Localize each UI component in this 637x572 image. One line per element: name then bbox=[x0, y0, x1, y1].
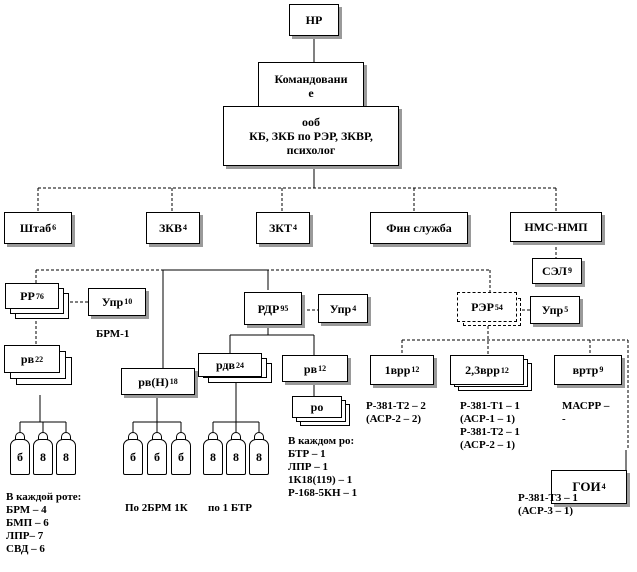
command-line-2: е bbox=[308, 85, 314, 100]
vehicle-icon: 8 bbox=[249, 432, 269, 475]
node-goi-sub: 4 bbox=[601, 482, 606, 491]
node-rdr-label: РДР bbox=[257, 301, 280, 316]
node-rdv-sub: 24 bbox=[236, 360, 245, 370]
node-zkv-label: ЗКВ bbox=[158, 221, 183, 235]
node-sel-sub: 9 bbox=[568, 266, 572, 275]
node-rvn: рв(Н)18 bbox=[121, 368, 195, 395]
node-vrr1-sub: 12 bbox=[411, 365, 420, 374]
text-goi: Р-381-Т3 – 1 (АСР-3 – 1) bbox=[518, 492, 578, 517]
text-po-2brm: По 2БРМ 1К bbox=[125, 502, 188, 514]
node-rdr-sub: 95 bbox=[280, 303, 289, 313]
vehicle-icon: б bbox=[171, 432, 191, 475]
command-line-4: КБ, ЗКБ по РЭР, ЗКВР, bbox=[249, 129, 373, 143]
node-zkt-label: ЗКТ bbox=[268, 221, 293, 235]
node-shtab-sub: 6 bbox=[52, 223, 57, 232]
node-ro: ро bbox=[292, 396, 352, 428]
node-nms: НМС-НМП bbox=[510, 212, 602, 242]
text-masrr: МАСРР – - bbox=[562, 400, 610, 425]
node-rv22-label: рв bbox=[20, 351, 35, 366]
node-vrr23-label: 2,3врр bbox=[465, 362, 500, 377]
vehicle-icon: б bbox=[147, 432, 167, 475]
node-upr4-sub: 4 bbox=[352, 303, 357, 313]
node-upr10-sub: 10 bbox=[124, 297, 133, 306]
node-hr-label: НР bbox=[305, 13, 323, 27]
node-rer-sub: 54 bbox=[494, 302, 503, 312]
node-fin: Фин служба bbox=[370, 212, 468, 244]
node-upr5-sub: 5 bbox=[564, 305, 569, 314]
node-upr5-label: Упр bbox=[541, 303, 564, 317]
node-zkv-sub: 4 bbox=[183, 223, 188, 232]
text-vrr1: Р-381-Т2 – 2 (АСР-2 – 2) bbox=[366, 400, 426, 425]
text-po-1btr: по 1 БТР bbox=[208, 502, 253, 514]
text-brm1: БРМ-1 bbox=[96, 328, 130, 340]
text-rota: В каждой роте: БРМ – 4 БМП – 6 ЛПР– 7 СВ… bbox=[6, 491, 82, 555]
node-zkt-sub: 4 bbox=[293, 223, 298, 232]
vehicle-icon: 8 bbox=[56, 432, 76, 475]
node-rdv-label: рдв bbox=[215, 357, 236, 372]
node-rvn-label: рв(Н) bbox=[138, 374, 169, 389]
node-nms-label: НМС-НМП bbox=[524, 220, 588, 234]
vehicle-icon: 8 bbox=[226, 432, 246, 475]
node-shtab-label: Штаб bbox=[19, 221, 52, 235]
node-hr: НР bbox=[289, 4, 339, 36]
node-vrtr-label: вртр bbox=[572, 363, 599, 377]
node-rvn-sub: 18 bbox=[169, 376, 178, 386]
node-vrr1-label: 1врр bbox=[384, 363, 411, 377]
node-rr-label: РР bbox=[20, 288, 35, 303]
command-line-1: Командовани bbox=[274, 71, 348, 86]
vehicle-icon: 8 bbox=[33, 432, 53, 475]
command-line-3: ооб bbox=[302, 115, 320, 129]
vehicle-icon: 8 bbox=[203, 432, 223, 475]
node-upr10-label: Упр bbox=[101, 295, 124, 309]
node-vrtr-sub: 9 bbox=[599, 365, 604, 374]
node-command-top: Командовани е bbox=[258, 62, 364, 108]
node-rv12-label: рв bbox=[303, 361, 318, 376]
node-sel-label: СЭЛ bbox=[542, 264, 567, 278]
node-vrr23-sub: 12 bbox=[500, 365, 509, 375]
text-in-ro: В каждом ро: БТР – 1 ЛПР – 1 1К18(119) –… bbox=[288, 435, 358, 499]
node-command: ооб КБ, ЗКБ по РЭР, ЗКВР, психолог bbox=[223, 106, 399, 166]
node-goi-label: ГОИ bbox=[572, 479, 601, 494]
node-rv12-sub: 12 bbox=[318, 363, 327, 373]
command-line-5: психолог bbox=[286, 143, 336, 157]
vehicle-icon: б bbox=[10, 432, 30, 475]
node-rv22-sub: 22 bbox=[35, 354, 44, 364]
vehicle-icon: б bbox=[123, 432, 143, 475]
node-rer-label: РЭР bbox=[471, 299, 494, 314]
text-vrr23: Р-381-Т1 – 1 (АСР-1 – 1) Р-381-Т2 – 1 (А… bbox=[460, 400, 520, 451]
node-upr4-label: Упр bbox=[329, 301, 352, 316]
node-fin-label: Фин служба bbox=[386, 221, 452, 235]
node-ro-label: ро bbox=[310, 399, 324, 414]
node-rr-sub: 76 bbox=[35, 291, 44, 301]
